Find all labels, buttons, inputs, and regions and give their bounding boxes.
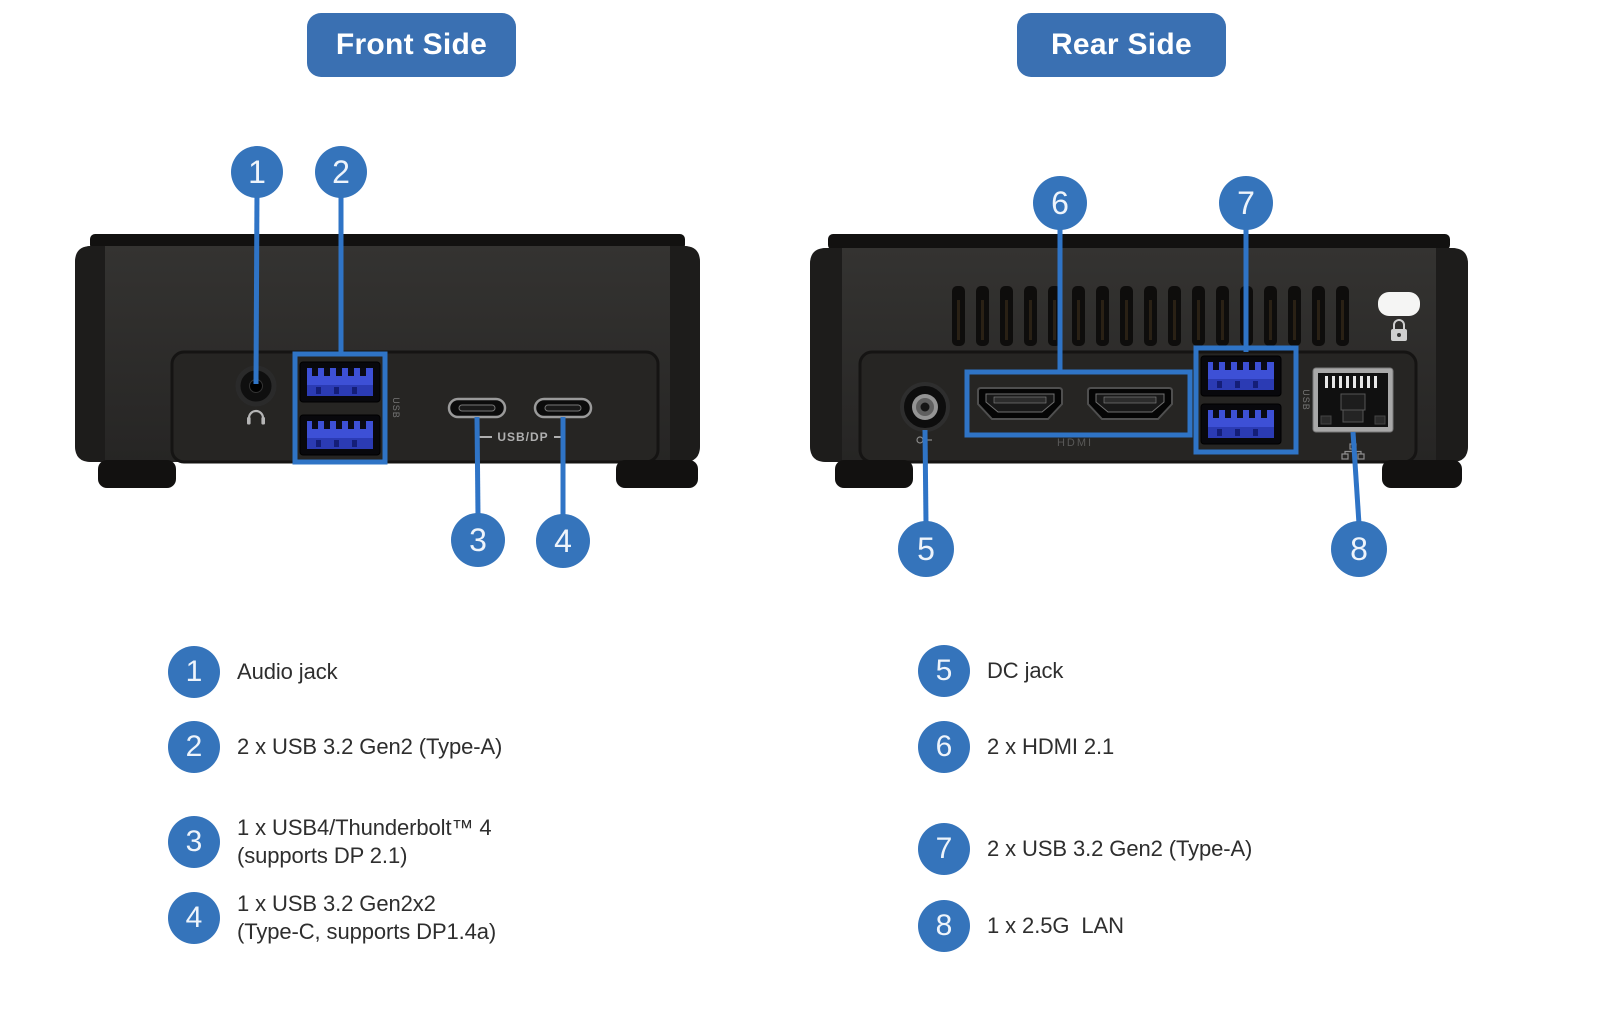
front-side-title: Front Side [307,13,516,77]
chassis-left-edge [75,246,105,462]
leader-line-1 [253,189,260,385]
legend-label: Audio jack [237,659,338,684]
legend-item-hdmi: 6 2 x HDMI 2.1 [918,720,1114,774]
usb-side-label: USB [1301,389,1311,411]
legend-label: 1 x USB4/Thunderbolt™ 4 (supports DP 2.1… [237,815,492,868]
callout-badge-2: 2 [315,146,367,198]
callout-badge-3: 3 [451,513,505,567]
chassis-right-edge [1436,248,1468,462]
usb-c-port [533,397,593,419]
usb-a-port [1200,403,1282,445]
lock-icon [1391,319,1407,341]
legend-number-badge: 3 [168,816,220,868]
usb-a-port [299,414,381,456]
legend-item-dc-jack: 5 DC jack [918,644,1063,698]
chassis-left-edge [810,248,842,462]
hdmi-port [977,387,1063,420]
foot-right [616,460,698,488]
usb-dp-label: USB/DP [497,430,548,444]
usb-a-port [299,361,381,403]
headphone-icon [247,409,265,425]
rear-device-figure: HDMI USB [810,176,1468,577]
leader-line-8 [1350,431,1362,525]
chassis-lid [828,234,1450,250]
svg-text:1: 1 [248,154,266,190]
legend-label: 1 x USB 3.2 Gen2x2 (Type-C, supports DP1… [237,891,497,944]
rear-side-title: Rear Side [1017,13,1226,77]
legend-number-badge: 4 [168,892,220,944]
leader-line-5 [922,429,929,525]
dc-jack-port [900,382,950,432]
legend-number-badge: 5 [918,645,970,697]
lan-port [1312,367,1394,433]
callout-box-usb-a [292,351,388,465]
svg-text:8: 8 [1350,531,1368,567]
svg-text:7: 7 [1237,185,1255,221]
hdmi-label: HDMI [1057,437,1093,449]
callout-badge-6: 6 [1033,176,1087,230]
legend-item-audio-jack: 1 Audio jack [168,645,338,699]
foot-right [1382,460,1462,488]
legend-label: 2 x USB 3.2 Gen2 (Type-A) [237,734,503,759]
foot-left [98,460,176,488]
hdmi-port [1087,387,1173,420]
legend-number-badge: 2 [168,721,220,773]
legend-item-front-usb-a: 2 2 x USB 3.2 Gen2 (Type-A) [168,720,502,774]
legend-number-badge: 6 [918,721,970,773]
legend-number-badge: 1 [168,646,220,698]
legend-number-badge: 8 [918,900,970,952]
svg-text:2: 2 [332,154,350,190]
callout-badge-5: 5 [898,521,954,577]
rear-chassis [810,234,1468,488]
legend-item-rear-usb-a: 7 2 x USB 3.2 Gen2 (Type-A) [918,822,1252,876]
legend-label: 2 x HDMI 2.1 [987,734,1115,759]
svg-text:6: 6 [1051,185,1069,221]
leader-line-3 [474,416,481,517]
legend-label: 2 x USB 3.2 Gen2 (Type-A) [987,836,1253,861]
usb-c-port [447,397,507,419]
callout-box-usb-a [1193,345,1299,455]
usb-side-label: USB [391,397,401,419]
kensington-lock-slot [1378,292,1420,316]
callout-badge-4: 4 [536,514,590,568]
usb-a-port [1200,355,1282,397]
legend-item-usb-gen2x2: 4 1 x USB 3.2 Gen2x2 (Type-C, supports D… [168,890,496,946]
vent-grille [952,286,1349,346]
svg-text:4: 4 [554,523,572,559]
svg-text:5: 5 [917,531,935,567]
legend-number-badge: 7 [918,823,970,875]
foot-left [835,460,913,488]
callout-badge-8: 8 [1331,521,1387,577]
front-device-figure: USB USB/DP 1 2 3 4 [75,146,700,568]
callout-box-hdmi [964,369,1193,438]
svg-text:3: 3 [469,522,487,558]
callout-badge-1: 1 [231,146,283,198]
legend-label: DC jack [987,658,1064,683]
legend-label: 1 x 2.5G LAN [987,913,1124,938]
chassis-right-edge [670,246,700,462]
legend-item-usb4-thunderbolt: 3 1 x USB4/Thunderbolt™ 4 (supports DP 2… [168,814,492,870]
legend-item-lan: 8 1 x 2.5G LAN [918,899,1124,953]
callout-badge-7: 7 [1219,176,1273,230]
